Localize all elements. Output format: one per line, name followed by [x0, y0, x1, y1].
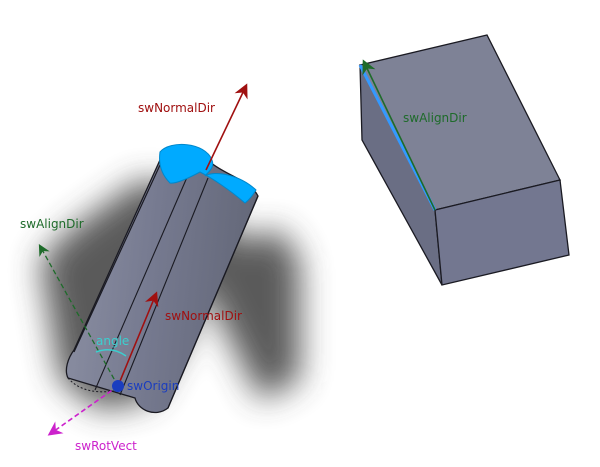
- normal-dir-arrow-top: [205, 83, 248, 171]
- right-box: [358, 34, 570, 286]
- label-normal-dir-mid: swNormalDir: [165, 309, 242, 323]
- top-face: [159, 143, 257, 204]
- rot-vect-arrow: [47, 385, 119, 436]
- label-origin: swOrigin: [127, 379, 179, 393]
- label-angle: angle: [96, 334, 129, 348]
- label-rot-vect: swRotVect: [75, 439, 137, 453]
- normal-dir-arrow-mid: [117, 291, 159, 387]
- origin-point: [112, 380, 124, 392]
- align-dir-arrow-right: [362, 59, 436, 211]
- label-normal-dir-top: swNormalDir: [138, 101, 215, 115]
- label-align-dir-right: swAlignDir: [403, 111, 467, 125]
- align-dir-arrow-left: [38, 243, 119, 387]
- label-align-dir-left: swAlignDir: [20, 217, 84, 231]
- angle-arc: [95, 349, 127, 357]
